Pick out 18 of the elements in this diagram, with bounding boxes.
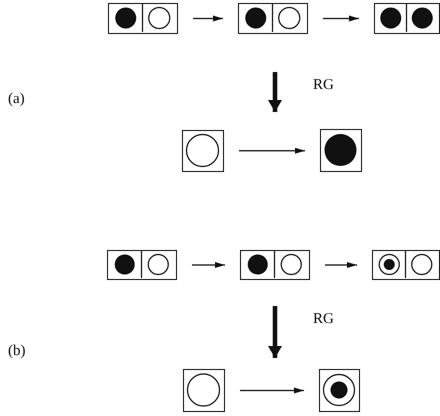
lattice-pair-box	[240, 250, 310, 280]
lattice-pair-box	[107, 250, 177, 280]
panel-label: (b)	[8, 344, 26, 359]
arrow	[240, 388, 304, 394]
panel-label: (a)	[8, 92, 25, 107]
arrow	[323, 16, 359, 22]
panel-label: RG	[313, 312, 334, 327]
lattice-pair-box	[108, 3, 178, 34]
lattice-pair-box	[372, 250, 440, 280]
lattice-pair-box	[374, 3, 440, 34]
lattice-site-box	[319, 369, 360, 412]
arrow	[192, 262, 225, 268]
panel-label: RG	[313, 78, 334, 93]
lattice-site-box	[320, 129, 362, 172]
arrow	[193, 16, 223, 22]
lattice-pair-box	[238, 3, 308, 34]
arrow	[325, 262, 357, 268]
arrow	[239, 148, 305, 154]
